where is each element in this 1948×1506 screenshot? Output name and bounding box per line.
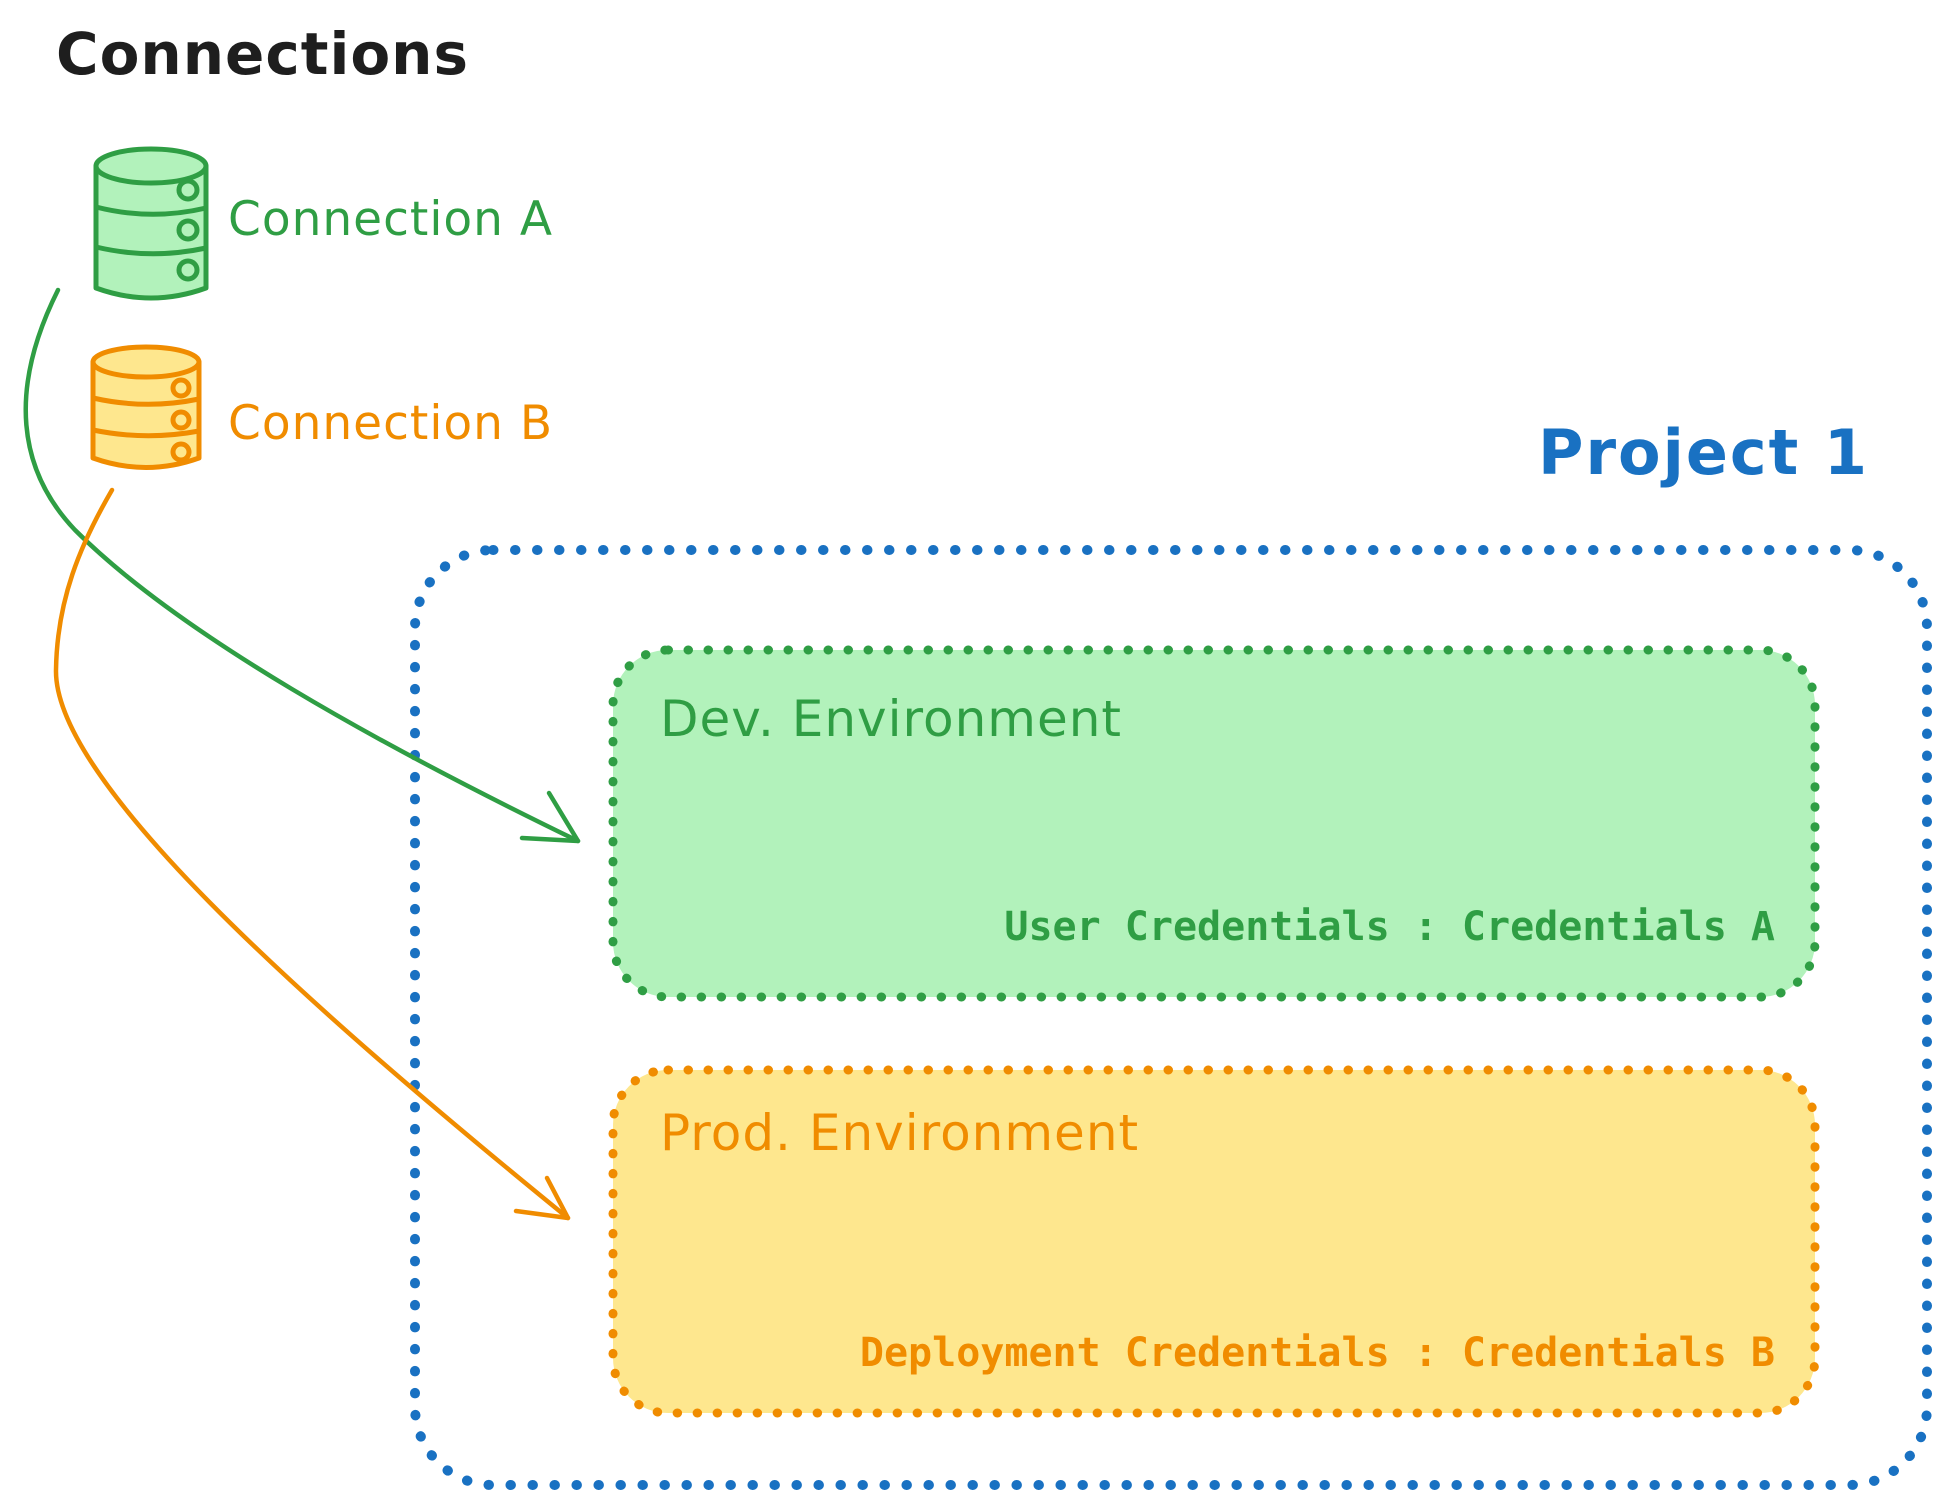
dev-environment-credentials: User Credentials : Credentials A: [1004, 904, 1775, 950]
connection-b-label: Connection B: [228, 396, 554, 451]
arrow-shaft: [53, 487, 571, 1221]
database-divider: [93, 244, 209, 257]
database-dot: [170, 441, 192, 463]
database-top: [90, 344, 202, 380]
database-dot: [170, 377, 192, 399]
prod-environment-title: Prod. Environment: [660, 1104, 1140, 1162]
database-divider: [90, 395, 202, 407]
database-icon: [90, 344, 202, 470]
prod-environment-credentials: Deployment Credentials : Credentials B: [859, 1330, 1775, 1376]
database-icon: [93, 146, 209, 301]
database-dot: [176, 258, 200, 282]
database-dot: [176, 218, 200, 242]
database-divider: [90, 427, 202, 439]
project-box-border: [410, 545, 1932, 1490]
dev-environment-title: Dev. Environment: [660, 690, 1123, 748]
database-top: [93, 146, 209, 186]
connection-b-to-prod-arrow: [53, 487, 571, 1221]
connection-a-label: Connection A: [228, 192, 554, 247]
arrow-head: [519, 790, 581, 844]
prod-environment-box: [608, 1065, 1820, 1418]
connection-a-to-dev-arrow: [23, 287, 581, 844]
database-dot: [170, 409, 192, 431]
arrow-shaft: [23, 287, 581, 844]
diagram-title: Connections: [56, 20, 469, 88]
dev-environment-box: [608, 645, 1820, 1002]
arrow-head: [513, 1175, 571, 1221]
database-divider: [93, 204, 209, 217]
project-title: Project 1: [1538, 416, 1870, 489]
database-dot: [176, 178, 200, 202]
